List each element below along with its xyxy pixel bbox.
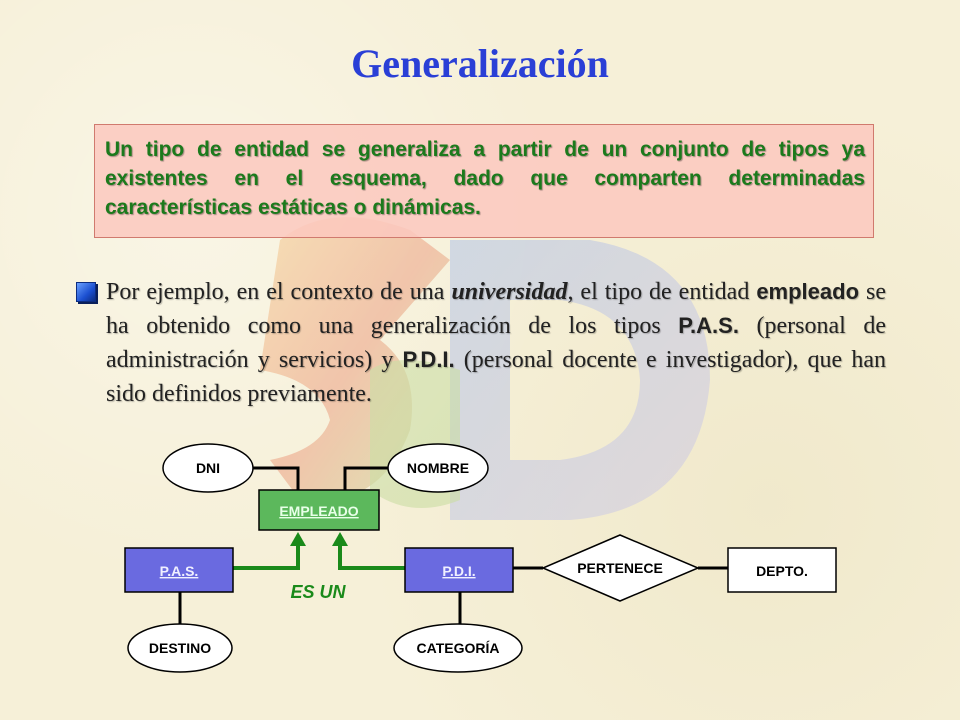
definition-box: Un tipo de entidad se generaliza a parti…	[94, 124, 874, 238]
entity-depto	[727, 547, 837, 593]
definition-part1: Un tipo de entidad se generaliza a parti…	[105, 138, 865, 190]
er-diagram: DNI NOMBRE EMPLEADO P.A.S. P.D.I. ES UN …	[124, 443, 837, 673]
entity-empleado-label: EMPLEADO	[279, 503, 358, 519]
isa-arrow-right	[332, 532, 348, 546]
definition-part2: dado que comparten determinadas caracter…	[105, 167, 865, 219]
relationship-pertenece-label: PERTENECE	[577, 560, 663, 576]
attr-nombre-label: NOMBRE	[407, 460, 469, 476]
isa-line-pas	[233, 540, 300, 570]
line-nombre-empleado	[343, 466, 392, 490]
entity-depto-label: DEPTO.	[756, 563, 808, 579]
attr-dni	[162, 443, 254, 493]
attr-destino-label: DESTINO	[149, 640, 211, 656]
para-text-4: (personal de administración y servicios)…	[106, 313, 887, 373]
para-term-empleado: empleado	[756, 279, 860, 304]
para-text-5: (personal docente e investigador), que h…	[106, 347, 886, 407]
page-title: Generalización	[351, 41, 609, 86]
entity-empleado	[258, 489, 380, 531]
para-term-pas: P.A.S.	[678, 313, 739, 338]
attr-destino	[127, 623, 233, 673]
entity-pdi	[404, 547, 514, 593]
isa-arrow-left	[290, 532, 306, 546]
para-text-1: Por ejemplo, en el contexto de una	[106, 279, 452, 305]
para-term-universidad: universidad	[451, 279, 568, 305]
attr-dni-label: DNI	[196, 460, 220, 476]
attr-nombre	[387, 443, 489, 493]
attr-categoria	[393, 623, 523, 673]
para-term-pdi: P.D.I.	[402, 347, 455, 372]
attr-categoria-label: CATEGORÍA	[417, 640, 500, 656]
line-dni-empleado	[253, 466, 300, 490]
entity-pdi-label: P.D.I.	[442, 563, 475, 579]
entity-pas	[124, 547, 234, 593]
isa-line-pdi	[338, 540, 405, 570]
example-paragraph: Por ejemplo, en el contexto de una unive…	[106, 275, 886, 411]
square-bullet-icon	[76, 282, 96, 302]
isa-label: ES UN	[290, 582, 346, 602]
isa-arrows	[290, 532, 348, 546]
isa-connectors	[233, 540, 405, 570]
entity-pas-label: P.A.S.	[160, 563, 199, 579]
definition-text: Un tipo de entidad se generaliza a parti…	[105, 135, 865, 222]
para-text-3: se ha obtenido como una generalización d…	[106, 279, 886, 339]
para-text-2: , el tipo de entidad	[567, 279, 757, 305]
relationship-pertenece	[541, 534, 700, 602]
